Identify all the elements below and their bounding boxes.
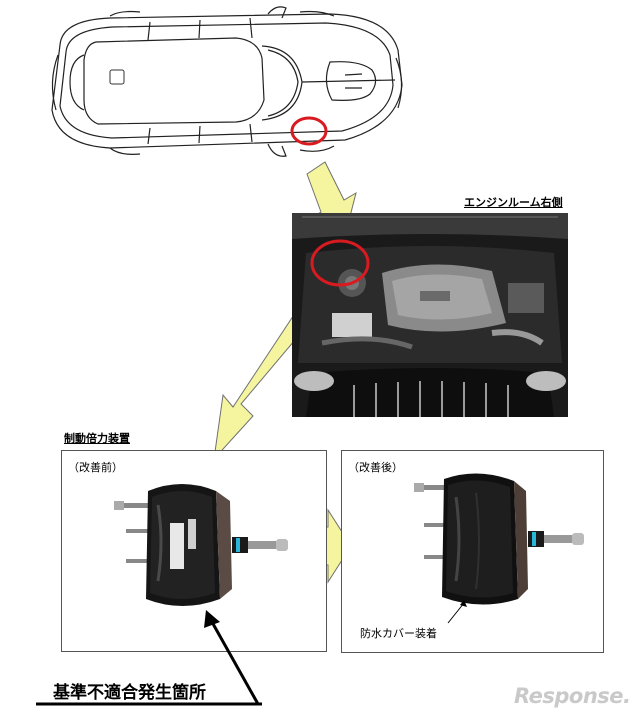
- after-label: （改善後）: [348, 461, 403, 474]
- booster-after-image: [414, 473, 584, 605]
- defect-underline-arrow: [36, 610, 262, 706]
- after-panel: （改善後） 防水カバー装着: [341, 450, 604, 653]
- before-panel: （改善前）: [61, 450, 327, 652]
- cover-pointer-arrow: [447, 600, 467, 624]
- engine-room-label: エンジンルーム右側: [464, 196, 563, 209]
- engine-highlight-circle: [310, 239, 370, 287]
- booster-title: 制動倍力装置: [64, 432, 130, 445]
- engine-room-photo: [292, 213, 568, 417]
- response-watermark: Response.: [514, 684, 631, 708]
- before-label: （改善前）: [68, 461, 123, 474]
- car-highlight-circle: [290, 116, 328, 146]
- defect-label: 基準不適合発生箇所: [53, 683, 206, 703]
- cover-label: 防水カバー装着: [360, 627, 437, 640]
- booster-before-image: [114, 484, 288, 606]
- car-top-view: [51, 6, 403, 157]
